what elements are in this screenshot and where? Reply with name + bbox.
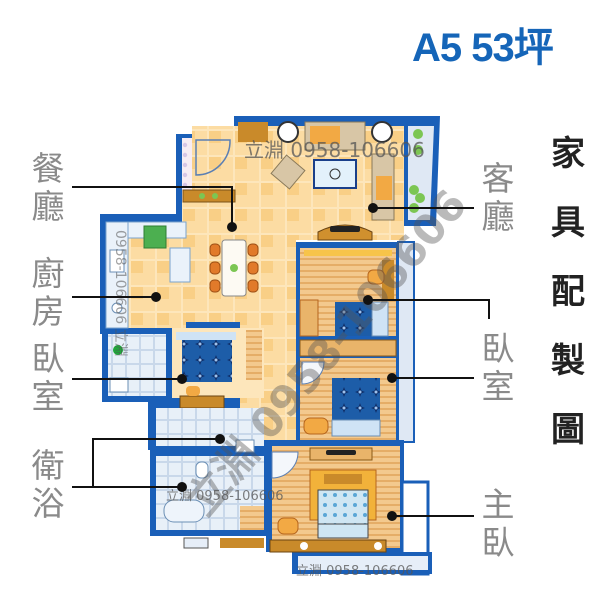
leader-line bbox=[72, 186, 232, 188]
label-char: 浴 bbox=[31, 484, 65, 523]
watermark-bottom: 立淵 0958-106606 bbox=[296, 564, 414, 579]
label-kitchen: 廚 房 bbox=[28, 255, 68, 331]
leader-line bbox=[392, 377, 474, 379]
subtitle-char: 配 bbox=[551, 272, 585, 312]
bedroom-right-2 bbox=[300, 358, 396, 440]
subtitle-char: 家 bbox=[551, 134, 585, 174]
leader-dot bbox=[215, 434, 225, 444]
label-char: 廚 bbox=[31, 254, 65, 293]
label-master: 主 臥 bbox=[478, 486, 518, 562]
leader-dot bbox=[363, 295, 373, 305]
label-char: 臥 bbox=[481, 329, 515, 368]
bath-left bbox=[108, 334, 166, 396]
leader-line bbox=[231, 186, 233, 226]
leader-dot bbox=[177, 374, 187, 384]
leader-line bbox=[92, 438, 220, 440]
plan-title: A5 53坪 bbox=[412, 26, 554, 70]
label-char: 廳 bbox=[31, 187, 65, 226]
leader-line bbox=[372, 207, 474, 209]
leader-dot bbox=[151, 292, 161, 302]
label-living: 客 廳 bbox=[478, 160, 518, 236]
leader-line bbox=[72, 486, 182, 488]
leader-dot bbox=[387, 373, 397, 383]
subtitle-char: 製 bbox=[551, 341, 585, 381]
bedroom-right-1 bbox=[299, 248, 396, 337]
label-dining: 餐 廳 bbox=[28, 150, 68, 226]
label-char: 衛 bbox=[31, 446, 65, 485]
leader-line bbox=[392, 515, 474, 517]
master-bedroom bbox=[269, 446, 400, 553]
label-char: 臥 bbox=[31, 339, 65, 378]
label-bedroom-left: 臥 室 bbox=[28, 340, 68, 416]
leader-line bbox=[368, 299, 490, 301]
label-bathroom: 衛 浴 bbox=[28, 447, 68, 523]
label-char: 室 bbox=[31, 377, 65, 416]
bedroom-left bbox=[172, 328, 264, 409]
label-bedroom-right: 臥 室 bbox=[478, 330, 518, 406]
leader-line bbox=[92, 438, 94, 486]
watermark-bath: 立淵 0958-106606 bbox=[166, 489, 284, 504]
living-furniture bbox=[238, 121, 425, 241]
kitchen bbox=[105, 221, 191, 329]
leader-dot bbox=[368, 203, 378, 213]
label-char: 房 bbox=[31, 292, 65, 331]
leader-line bbox=[488, 299, 490, 319]
subtitle-char: 圖 bbox=[551, 410, 585, 450]
subtitle-vertical: 家 具 配 製 圖 bbox=[548, 120, 588, 465]
dining-table bbox=[209, 239, 259, 297]
label-char: 廳 bbox=[481, 197, 515, 236]
label-char: 臥 bbox=[481, 523, 515, 562]
leader-dot bbox=[177, 482, 187, 492]
leader-line bbox=[72, 296, 156, 298]
label-char: 主 bbox=[481, 485, 515, 524]
label-char: 室 bbox=[481, 367, 515, 406]
label-char: 餐 bbox=[31, 149, 65, 188]
leader-line bbox=[72, 378, 182, 380]
leader-dot bbox=[227, 222, 237, 232]
leader-dot bbox=[387, 511, 397, 521]
watermark-top: 立淵 0958-106606 bbox=[244, 138, 425, 162]
watermark-vertical: 0958-106606 立淵 bbox=[112, 230, 128, 357]
subtitle-char: 具 bbox=[551, 203, 585, 243]
label-char: 客 bbox=[481, 159, 515, 198]
